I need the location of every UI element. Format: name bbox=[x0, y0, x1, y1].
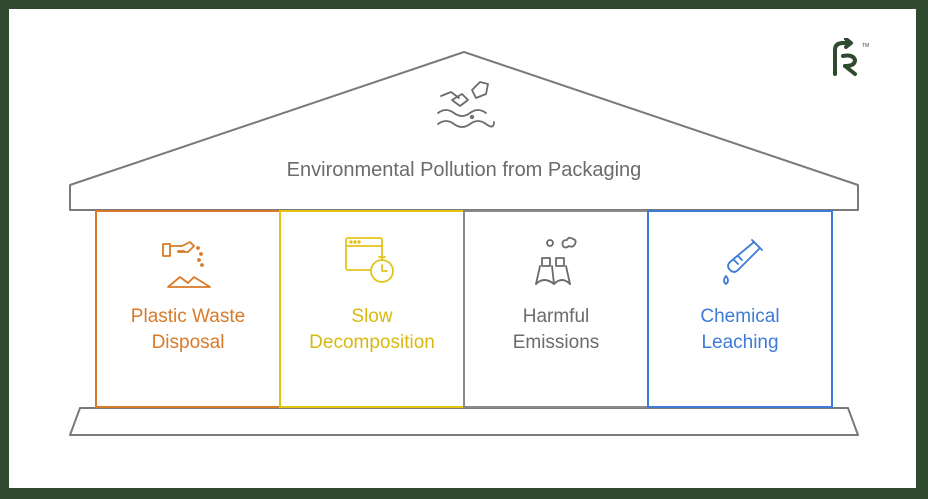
pillar-chemical-leaching bbox=[647, 210, 833, 408]
pillar-label-line1: Harmful bbox=[522, 306, 590, 327]
hand-pouring-icon bbox=[162, 241, 211, 288]
pillar-label-chemical-leaching: Chemical Leaching bbox=[648, 304, 832, 356]
svg-text:TM: TM bbox=[862, 43, 869, 49]
polluted-water-icon bbox=[437, 81, 495, 128]
pillar-label-line1: Slow bbox=[351, 306, 393, 327]
pillar-label-line2: Disposal bbox=[151, 332, 225, 353]
diagram-title: Environmental Pollution from Packaging bbox=[286, 159, 642, 181]
pillar-label-line2: Emissions bbox=[512, 332, 600, 353]
pillar-label-line2: Leaching bbox=[701, 332, 779, 353]
test-tube-drop-icon bbox=[723, 239, 763, 285]
pillar-harmful-emissions bbox=[463, 210, 649, 408]
base bbox=[69, 407, 859, 436]
pillar-label-line1: Chemical bbox=[700, 306, 780, 327]
pillar-label-line1: Plastic Waste bbox=[130, 306, 246, 327]
pillar-slow-decomposition bbox=[279, 210, 465, 408]
pillar-label-line2: Decomposition bbox=[309, 332, 435, 353]
timer-window-icon bbox=[345, 237, 394, 283]
smokestacks-icon bbox=[535, 236, 577, 285]
pillar-label-slow-decomposition: Slow Decomposition bbox=[280, 304, 464, 356]
r-logo-icon: TM bbox=[833, 38, 869, 76]
roof bbox=[69, 51, 859, 211]
pillar-label-harmful-emissions: Harmful Emissions bbox=[464, 304, 648, 356]
pillar-label-plastic-waste-disposal: Plastic Waste Disposal bbox=[96, 304, 280, 356]
